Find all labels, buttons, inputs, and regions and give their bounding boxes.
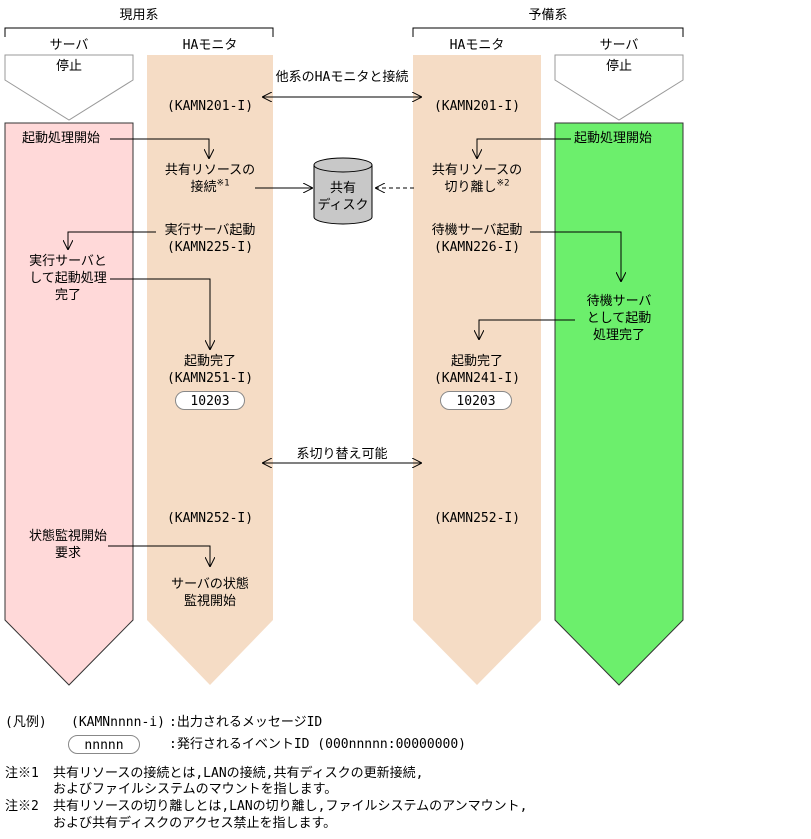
standby-complete-msg: (KAMN241-I) [433,371,521,386]
active-share-line2: 接続 [190,180,217,195]
standby-switch-msg: (KAMN252-I) [433,511,521,526]
active-monitor-line2: 要求 [54,546,82,561]
standby-server-column [554,122,684,686]
standby-server-stopped-shape [554,54,684,121]
standby-start-label: 起動処理開始 [574,131,653,146]
active-ha-column [147,55,273,685]
active-monitor-line1: 状態監視開始 [28,529,108,544]
active-done-line3: 完了 [54,288,82,303]
active-server-column [4,122,134,686]
active-exec-msg: (KAMN225-I) [166,240,254,255]
legend-title: (凡例) [5,715,47,730]
active-done-line2: して起動処理 [29,271,107,286]
standby-event-id: 10203 [440,391,512,410]
standby-ha-column [413,55,541,685]
standby-detach-line2-wrap: 切り離し※2 [445,179,510,196]
active-event-id: 10203 [175,391,245,410]
switch-label: 系切り替え可能 [296,447,388,462]
active-monitor-start-line2: 監視開始 [183,594,237,609]
active-share-note: ※1 [216,178,230,189]
standby-system-title: 予備系 [528,8,568,23]
standby-detach-line1: 共有リソースの [431,163,523,178]
legend-event-sample: nnnnn [68,735,140,754]
shared-disk-icon [313,157,373,225]
active-complete: 起動完了 [183,354,237,369]
standby-done-arrow [479,319,575,339]
active-system-bracket [4,27,274,37]
disk-label-line1: 共有 [329,181,357,196]
active-exec-arrow [68,231,156,249]
active-system-title: 現用系 [119,8,159,23]
standby-done-line3: 処理完了 [592,328,646,343]
standby-done-line1: 待機サーバ [586,294,652,309]
standby-ha-header: HAモニタ [449,38,505,53]
standby-server-header: サーバ [599,38,639,53]
note1-line2: およびファイルシステムのマウントを指します。 [53,782,338,797]
active-connect-msg: (KAMN201-I) [166,99,254,114]
connect-label: 他系のHAモニタと接続 [275,70,409,85]
standby-start-arrow [477,138,571,158]
standby-wait-start: 待機サーバ起動 [431,223,523,238]
note2-line2: および共有ディスクのアクセス禁止を指します。 [53,816,337,831]
standby-wait-arrow [530,231,621,281]
active-exec-start: 実行サーバ起動 [164,223,256,238]
standby-complete: 起動完了 [450,354,504,369]
active-done-arrow [110,278,210,349]
legend-msg-sample: (KAMNnnnn-i) [71,715,165,730]
note1-mark: 注※1 [5,766,39,781]
active-complete-msg: (KAMN251-I) [166,371,254,386]
active-share-line2-wrap: 接続※1 [191,179,230,196]
legend-event-desc: :発行されるイベントID (000nnnnn:00000000) [169,737,467,752]
active-ha-header: HAモニタ [182,38,238,53]
standby-detach-line2: 切り離し [444,180,497,195]
active-share-line1: 共有リソースの [164,163,256,178]
standby-done-line2: として起動 [586,311,652,326]
active-monitor-start-line1: サーバの状態 [171,577,249,592]
active-done-line1: 実行サーバと [29,254,107,269]
note2-line1: 共有リソースの切り離しとは,LANの切り離し,ファイルシステムのアンマウント, [53,799,528,814]
active-stopped-label: 停止 [55,59,83,74]
active-start-label: 起動処理開始 [22,131,101,146]
standby-detach-note: ※2 [496,178,510,189]
legend-msg-desc: :出力されるメッセージID [169,715,323,730]
active-monitor-arrow [108,545,210,566]
active-server-stopped-shape [4,54,134,121]
disk-label-line2: ディスク [317,198,369,213]
note1-line1: 共有リソースの接続とは,LANの接続,共有ディスクの更新接続, [53,766,424,781]
active-switch-msg: (KAMN252-I) [166,511,254,526]
standby-connect-msg: (KAMN201-I) [433,99,521,114]
active-start-arrow [110,138,209,158]
standby-system-bracket [412,27,684,37]
standby-wait-msg: (KAMN226-I) [433,240,521,255]
active-server-header: サーバ [49,38,89,53]
note2-mark: 注※2 [5,799,39,814]
standby-stopped-label: 停止 [605,59,633,74]
